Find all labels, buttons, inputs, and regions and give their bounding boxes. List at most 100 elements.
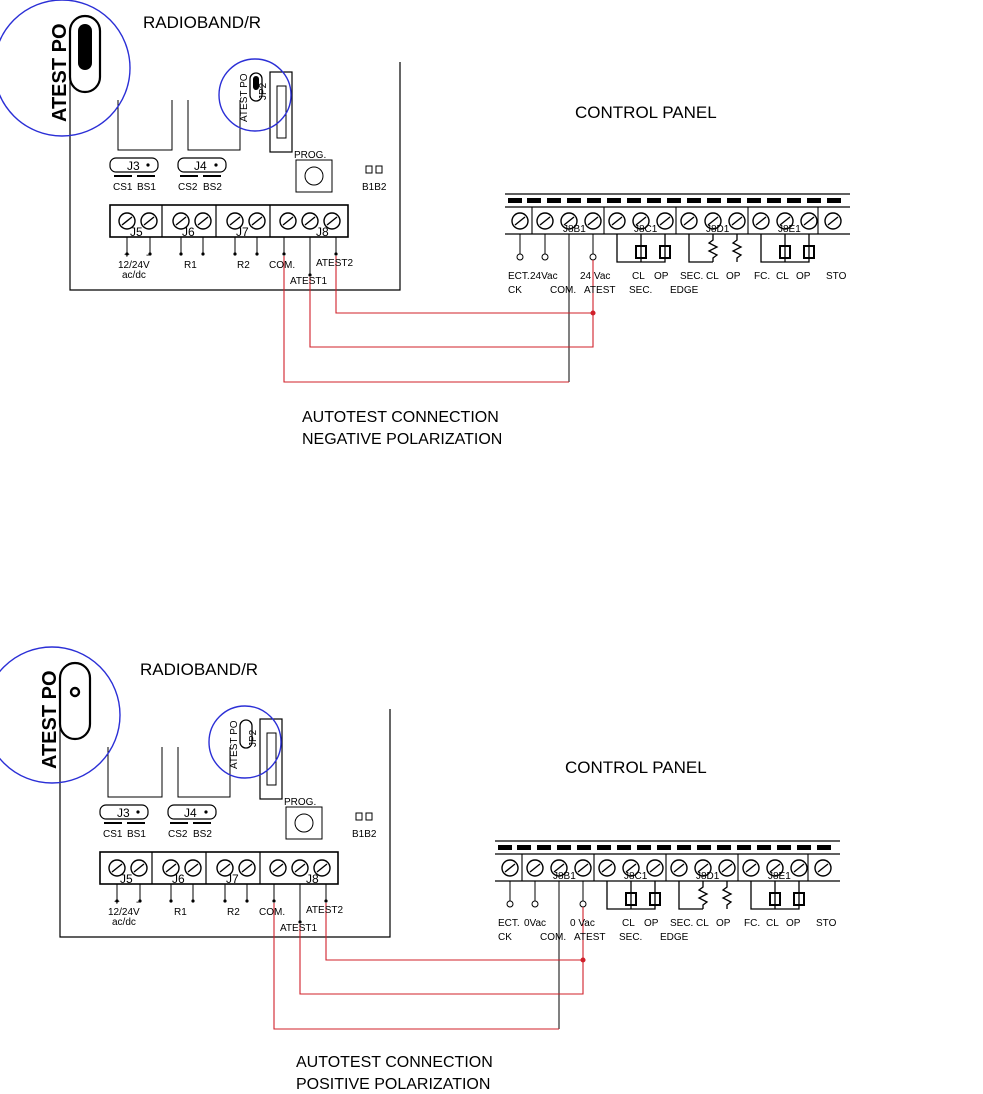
bs2-label: BS2 bbox=[203, 182, 222, 193]
control-panel-title: CONTROL PANEL bbox=[565, 758, 707, 777]
cp-vac-right: 24 Vac bbox=[580, 271, 610, 282]
cp-sec2-label: SEC. bbox=[670, 918, 693, 929]
cp-j8c1-label: J8C1 bbox=[634, 224, 658, 235]
cp-op-label: OP bbox=[644, 918, 659, 929]
cp-ck-label: CK bbox=[508, 285, 522, 296]
conn-j4: J4 bbox=[184, 806, 197, 820]
jumper-id: JP2 bbox=[258, 82, 269, 100]
conn-j3: J3 bbox=[127, 159, 140, 173]
jumper-label: ATEST PO bbox=[229, 720, 240, 769]
conn-j3: J3 bbox=[117, 806, 130, 820]
board-title: RADIOBAND/R bbox=[143, 13, 261, 32]
b-labels: B1B2 bbox=[352, 829, 377, 840]
voltage-label: 12/24V bbox=[118, 260, 150, 271]
j6-label: J6 bbox=[182, 225, 195, 239]
caption-line2: NEGATIVE POLARIZATION bbox=[302, 431, 502, 448]
minus-sign: - bbox=[146, 250, 149, 261]
cp-fc-label: FC. bbox=[744, 918, 760, 929]
cp-cl-label: CL bbox=[632, 271, 645, 282]
j7-label: J7 bbox=[226, 872, 239, 886]
com-label: COM. bbox=[259, 907, 285, 918]
cp-vac-left: 0Vac bbox=[524, 918, 546, 929]
atest2-label: ATEST2 bbox=[306, 905, 343, 916]
cp-cl2-label: CL bbox=[706, 271, 719, 282]
cp-edge-label: EDGE bbox=[670, 285, 699, 296]
bs2-label: BS2 bbox=[193, 829, 212, 840]
bs1-label: BS1 bbox=[137, 182, 156, 193]
cp-sec-label: SEC. bbox=[619, 932, 642, 943]
board-title: RADIOBAND/R bbox=[140, 660, 258, 679]
atest1-label: ATEST1 bbox=[280, 923, 317, 934]
plus-sign: + bbox=[114, 897, 120, 908]
cp-atest-label: ATEST bbox=[584, 285, 615, 296]
caption-line2: POSITIVE POLARIZATION bbox=[296, 1076, 490, 1093]
r2-label: R2 bbox=[227, 907, 240, 918]
j8-label: J8 bbox=[316, 225, 329, 239]
cp-j8e1-label: J8E1 bbox=[778, 224, 801, 235]
cp-edge-label: EDGE bbox=[660, 932, 689, 943]
j5-label: J5 bbox=[120, 872, 133, 886]
cp-op2-label: OP bbox=[716, 918, 731, 929]
cp-op-label: OP bbox=[654, 271, 669, 282]
cp-j8c1-label: J8C1 bbox=[624, 871, 648, 882]
voltage-label: 12/24V bbox=[108, 907, 140, 918]
cp-sec2-label: SEC. bbox=[680, 271, 703, 282]
conn-j4: J4 bbox=[194, 159, 207, 173]
cp-vac-right: 0 Vac bbox=[570, 918, 595, 929]
cp-j8e1-label: J8E1 bbox=[768, 871, 791, 882]
cp-j8d1-label: J8D1 bbox=[696, 871, 720, 882]
acdc-label: ac/dc bbox=[122, 270, 146, 281]
zoom-label: ATEST PO bbox=[39, 670, 61, 769]
prog-label: PROG. bbox=[284, 797, 316, 808]
cp-atest-label: ATEST bbox=[574, 932, 605, 943]
cp-sec-label: SEC. bbox=[629, 285, 652, 296]
zoom-label: ATEST PO bbox=[49, 23, 71, 122]
r1-label: R1 bbox=[184, 260, 197, 271]
caption-line1: AUTOTEST CONNECTION bbox=[296, 1054, 493, 1071]
atest1-label: ATEST1 bbox=[290, 276, 327, 287]
cp-ect-label: ECT. bbox=[498, 918, 520, 929]
cs1-label: CS1 bbox=[113, 182, 133, 193]
panel-positive: RADIOBAND/R ATEST PO ATEST PO JP2 PROG. … bbox=[0, 647, 840, 1093]
j6-label: J6 bbox=[172, 872, 185, 886]
plus-sign: + bbox=[124, 250, 130, 261]
cp-sto-label: STO bbox=[816, 918, 837, 929]
bs1-label: BS1 bbox=[127, 829, 146, 840]
cp-cl2-label: CL bbox=[696, 918, 709, 929]
cp-ck-label: CK bbox=[498, 932, 512, 943]
cp-j8b1-label: J8B1 bbox=[553, 871, 576, 882]
cp-cl3-label: CL bbox=[776, 271, 789, 282]
cp-com-label: COM. bbox=[540, 932, 566, 943]
j8-label: J8 bbox=[306, 872, 319, 886]
cp-cl3-label: CL bbox=[766, 918, 779, 929]
cp-ect-label: ECT. bbox=[508, 271, 530, 282]
cp-j8b1-label: J8B1 bbox=[563, 224, 586, 235]
r2-label: R2 bbox=[237, 260, 250, 271]
cs2-label: CS2 bbox=[168, 829, 188, 840]
caption-line1: AUTOTEST CONNECTION bbox=[302, 409, 499, 426]
jumper-label: ATEST PO bbox=[239, 73, 250, 122]
r1-label: R1 bbox=[174, 907, 187, 918]
b-labels: B1B2 bbox=[362, 182, 387, 193]
cp-sto-label: STO bbox=[826, 271, 847, 282]
com-label: COM. bbox=[269, 260, 295, 271]
j7-label: J7 bbox=[236, 225, 249, 239]
cp-op3-label: OP bbox=[786, 918, 801, 929]
cp-op2-label: OP bbox=[726, 271, 741, 282]
cp-fc-label: FC. bbox=[754, 271, 770, 282]
jumper-id: JP2 bbox=[248, 729, 259, 747]
acdc-label: ac/dc bbox=[112, 917, 136, 928]
cp-op3-label: OP bbox=[796, 271, 811, 282]
minus-sign: - bbox=[136, 897, 139, 908]
panel-negative: RADIOBAND/R ATEST PO ATEST PO JP2 PROG. … bbox=[0, 0, 850, 448]
atest2-label: ATEST2 bbox=[316, 258, 353, 269]
cp-com-label: COM. bbox=[550, 285, 576, 296]
cp-vac-left: 24Vac bbox=[530, 271, 558, 282]
cp-cl-label: CL bbox=[622, 918, 635, 929]
cp-j8d1-label: J8D1 bbox=[706, 224, 730, 235]
j5-label: J5 bbox=[130, 225, 143, 239]
prog-label: PROG. bbox=[294, 150, 326, 161]
control-panel-title: CONTROL PANEL bbox=[575, 103, 717, 122]
cs2-label: CS2 bbox=[178, 182, 198, 193]
